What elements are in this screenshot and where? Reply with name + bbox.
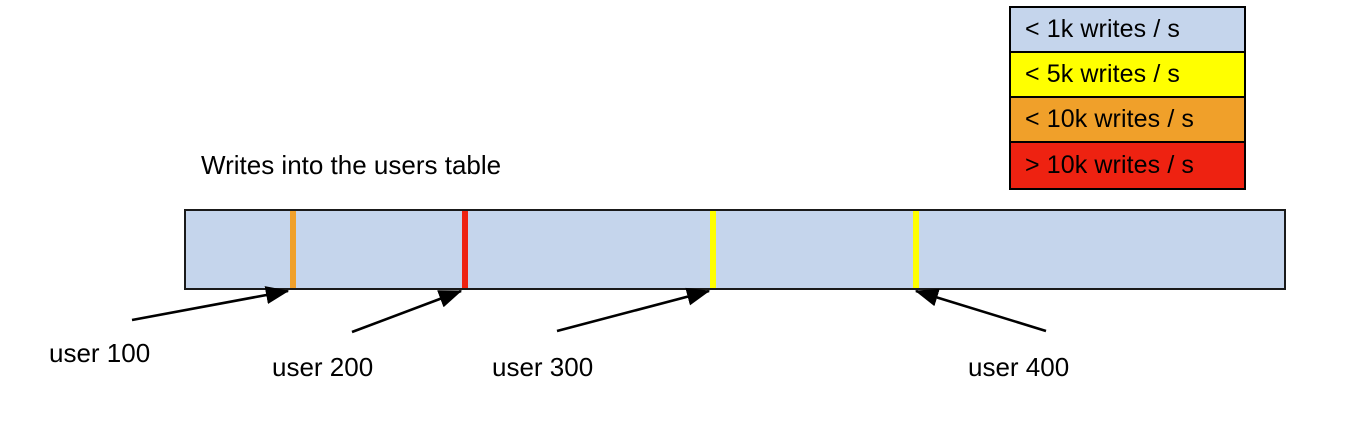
callout-label-user-300: user 300 <box>492 352 594 382</box>
user-300-stripe <box>710 211 716 288</box>
callout-label-user-100: user 100 <box>49 338 151 368</box>
callout-arrow-user-100 <box>131 286 290 322</box>
callout-arrow-user-300 <box>556 287 711 333</box>
callout-arrow-user-400 <box>914 288 1047 333</box>
callout-label-user-400: user 400 <box>968 352 1070 382</box>
user-100-stripe <box>290 211 296 288</box>
callout-arrow-user-200 <box>351 289 463 334</box>
chart-title: Writes into the users table <box>201 150 502 180</box>
legend-label-gt-10k: > 10k writes / s <box>1025 151 1195 179</box>
legend-row-lt-1k: < 1k writes / s <box>1011 8 1244 53</box>
callout-label-user-200: user 200 <box>272 352 374 382</box>
legend-row-lt-5k: < 5k writes / s <box>1011 53 1244 98</box>
user-400-stripe <box>913 211 919 288</box>
legend-row-gt-10k: > 10k writes / s <box>1011 143 1244 188</box>
legend-row-lt-10k: < 10k writes / s <box>1011 98 1244 143</box>
legend-label-lt-10k: < 10k writes / s <box>1025 105 1195 133</box>
writes-legend: < 1k writes / s < 5k writes / s < 10k wr… <box>1009 6 1246 190</box>
users-table-keyspace-bar <box>184 209 1286 290</box>
legend-label-lt-5k: < 5k writes / s <box>1025 60 1181 88</box>
legend-label-lt-1k: < 1k writes / s <box>1025 15 1181 43</box>
user-200-stripe <box>462 211 468 288</box>
